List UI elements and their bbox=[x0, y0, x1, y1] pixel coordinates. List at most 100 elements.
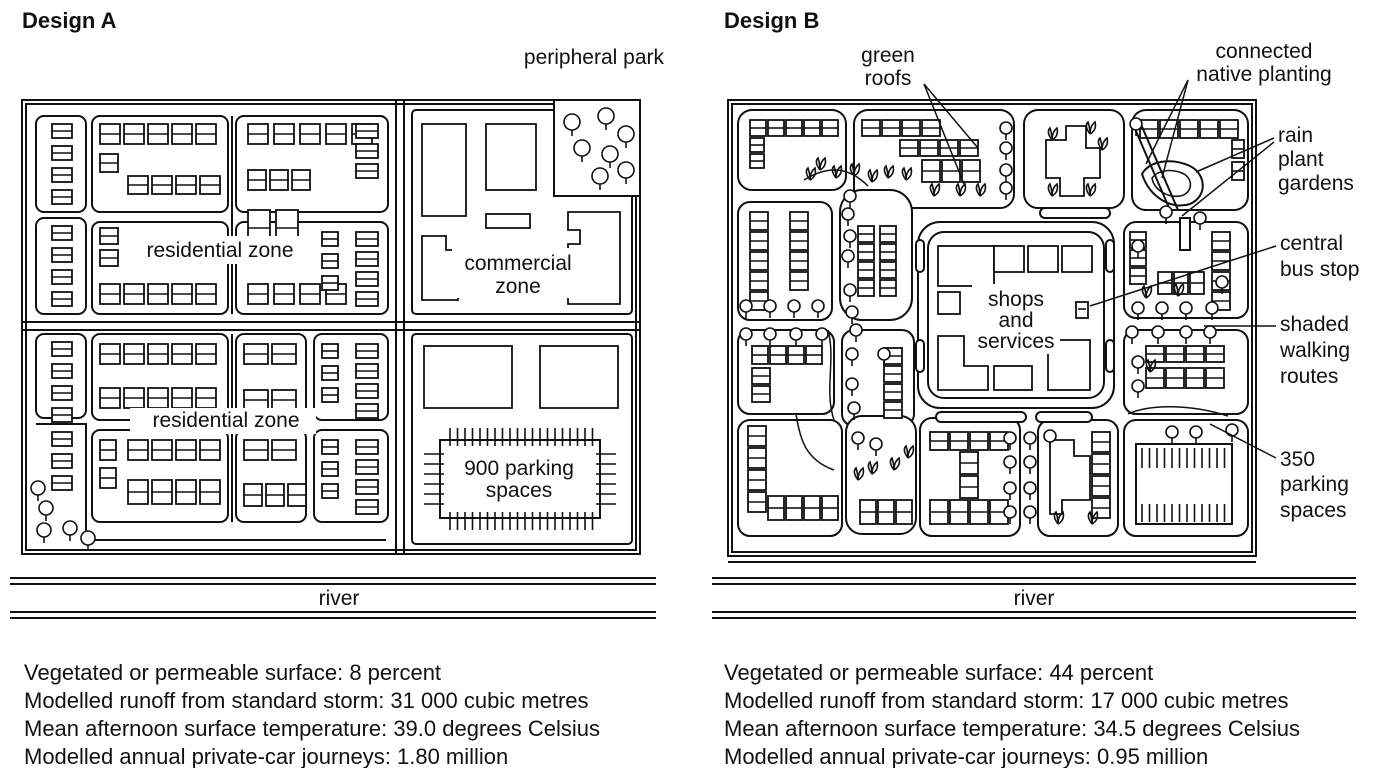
design-b-trees bbox=[739, 117, 1239, 524]
tree-icon bbox=[597, 107, 615, 125]
tree-icon bbox=[999, 121, 1013, 135]
tree-icon bbox=[739, 327, 753, 341]
tree-icon bbox=[617, 125, 635, 143]
label-green-roofs-line1: green bbox=[861, 44, 915, 67]
tree-icon bbox=[789, 327, 803, 341]
tree-icon bbox=[1179, 301, 1193, 315]
house bbox=[1045, 125, 1101, 197]
shrub-icon bbox=[1053, 510, 1065, 525]
tree-icon bbox=[1003, 481, 1017, 495]
stat-b-car-journeys: Modelled annual private-car journeys: 0.… bbox=[724, 744, 1208, 768]
design-b-stats: Vegetated or permeable surface: 44 perce… bbox=[724, 660, 1300, 768]
tree-icon bbox=[851, 431, 865, 445]
shrub-icon bbox=[901, 166, 913, 181]
tree-icon bbox=[815, 327, 829, 341]
tree-icon bbox=[845, 377, 859, 391]
tree-icon bbox=[841, 207, 855, 221]
design-b-panel: Design B bbox=[712, 8, 1359, 768]
label-parking-a-line1: 900 parking bbox=[464, 457, 574, 480]
tree-icon bbox=[1225, 423, 1239, 437]
tree-icon bbox=[1179, 325, 1193, 339]
label-shops-line3: services bbox=[977, 330, 1054, 353]
tree-icon bbox=[845, 347, 859, 361]
tree-icon bbox=[1215, 275, 1229, 289]
tree-icon bbox=[999, 181, 1013, 195]
tree-icon bbox=[1205, 301, 1219, 315]
design-b-rain-garden bbox=[1131, 121, 1204, 251]
design-a-roads bbox=[22, 100, 640, 554]
shrub-icon bbox=[867, 168, 879, 183]
label-parking-b-line3: spaces bbox=[1280, 499, 1347, 522]
label-shaded-line3: routes bbox=[1280, 365, 1338, 388]
tree-icon bbox=[563, 113, 581, 131]
tree-icon bbox=[591, 167, 609, 185]
tree-icon bbox=[843, 189, 857, 203]
design-b-walking-paths bbox=[795, 169, 1229, 471]
shrub-icon bbox=[867, 460, 879, 475]
shrub-icon bbox=[1085, 120, 1097, 135]
design-a-stats: Vegetated or permeable surface: 8 percen… bbox=[24, 660, 600, 768]
tree-icon bbox=[763, 327, 777, 341]
label-parking-a-line2: spaces bbox=[486, 479, 553, 502]
label-shops-line2: and bbox=[998, 309, 1033, 332]
label-residential-zone-2: residential zone bbox=[152, 409, 299, 432]
shrub-icon bbox=[883, 164, 895, 179]
tree-icon bbox=[739, 299, 753, 313]
tree-icon bbox=[999, 163, 1013, 177]
tree-icon bbox=[845, 305, 859, 319]
tree-icon bbox=[843, 229, 857, 243]
label-commercial-line2: zone bbox=[495, 275, 541, 298]
design-b-parking-lot bbox=[1135, 443, 1233, 525]
label-native-line1: connected bbox=[1216, 40, 1313, 63]
tree-icon bbox=[1131, 355, 1145, 369]
tree-icon bbox=[1023, 505, 1037, 519]
design-b-map-frame bbox=[727, 99, 1257, 557]
shrub-icon bbox=[1047, 182, 1059, 197]
tree-icon bbox=[30, 480, 46, 496]
label-shops-line1: shops bbox=[988, 288, 1044, 311]
tree-icon bbox=[1003, 431, 1017, 445]
tree-icon bbox=[617, 161, 635, 179]
stat-b-temperature: Mean afternoon surface temperature: 34.5… bbox=[724, 716, 1300, 741]
shrub-icon bbox=[853, 466, 865, 481]
label-shaded-line1: shaded bbox=[1280, 313, 1349, 336]
shrub-icon bbox=[1173, 282, 1185, 297]
shrub-icon bbox=[805, 166, 817, 181]
tree-icon bbox=[1203, 325, 1217, 339]
tree-icon bbox=[1165, 425, 1179, 439]
label-shaded-line2: walking bbox=[1279, 339, 1350, 362]
tree-icon bbox=[1193, 211, 1207, 225]
shrub-icon bbox=[955, 182, 967, 197]
tree-icon bbox=[1129, 117, 1143, 131]
tree-icon bbox=[1043, 429, 1057, 443]
design-b-river: river bbox=[712, 577, 1356, 619]
label-native-line2: native planting bbox=[1196, 63, 1331, 86]
tree-icon bbox=[811, 299, 825, 313]
tree-icon bbox=[1125, 325, 1139, 339]
design-b-title: Design B bbox=[724, 8, 819, 33]
tree-icon bbox=[1151, 325, 1165, 339]
stat-a-car-journeys: Modelled annual private-car journeys: 1.… bbox=[24, 744, 508, 768]
stat-a-runoff: Modelled runoff from standard storm: 31 … bbox=[24, 688, 589, 713]
tree-icon bbox=[1003, 505, 1017, 519]
shrub-icon bbox=[815, 156, 827, 171]
label-commercial-line1: commercial bbox=[464, 252, 571, 275]
tree-icon bbox=[1023, 431, 1037, 445]
design-b-hub-buildings bbox=[937, 245, 1093, 391]
tree-icon bbox=[849, 323, 863, 337]
tree-icon bbox=[1023, 455, 1037, 469]
tree-icon bbox=[1131, 379, 1145, 393]
design-a-panel: Design A bbox=[10, 8, 664, 768]
label-parking-b-line1: 350 bbox=[1280, 448, 1315, 471]
label-river-a: river bbox=[319, 587, 360, 610]
stat-b-vegetated: Vegetated or permeable surface: 44 perce… bbox=[724, 660, 1153, 685]
shrub-icon bbox=[1047, 126, 1059, 141]
design-a-title: Design A bbox=[22, 8, 117, 33]
tree-icon bbox=[36, 522, 52, 538]
label-peripheral-park: peripheral park bbox=[524, 46, 665, 69]
shrub-icon bbox=[889, 456, 901, 471]
tree-icon bbox=[877, 347, 891, 361]
label-rain-line1: rain bbox=[1278, 124, 1313, 147]
tree-icon bbox=[869, 437, 883, 451]
shrub-icon bbox=[1085, 182, 1097, 197]
